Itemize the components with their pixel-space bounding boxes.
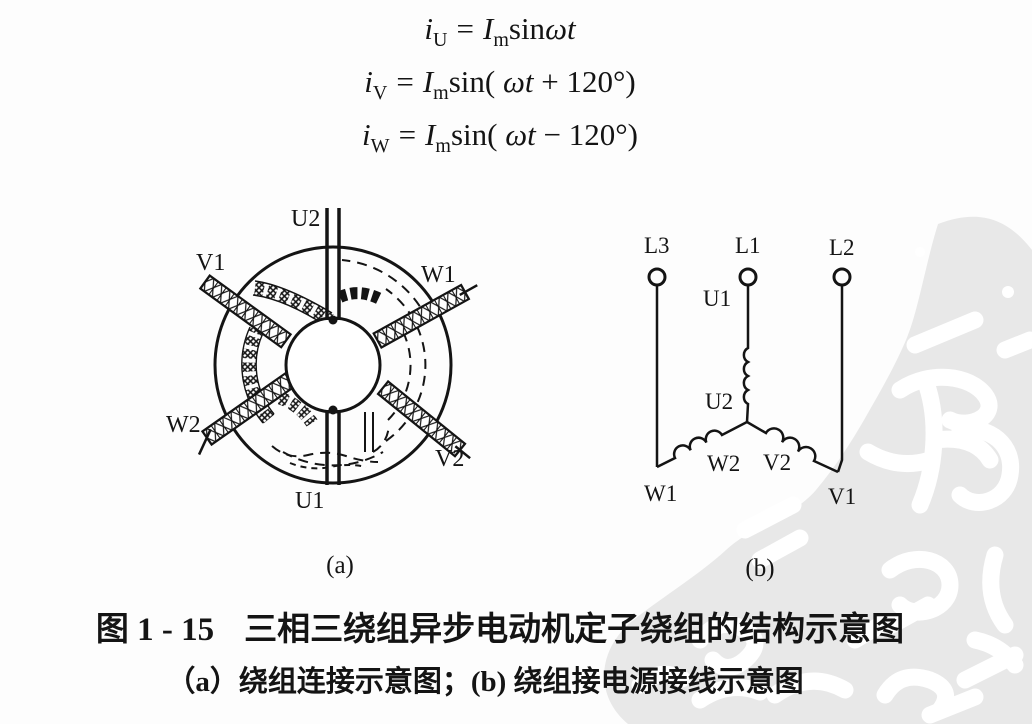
label-l3: L3: [644, 233, 670, 258]
subfigure-label-b: (b): [745, 555, 775, 582]
figure-caption: 图 1 - 15 三相三绕组异步电动机定子绕组的结构示意图: [0, 602, 1000, 650]
label-u1: U1: [703, 286, 731, 311]
label-w2: W2: [166, 412, 201, 438]
figure-subcaption: （a）绕组连接示意图；(b) 绕组接电源接线示意图: [166, 666, 804, 698]
phase-v-winding: [746, 420, 839, 474]
terminal-l2: [832, 267, 852, 287]
label-v1: V1: [196, 250, 225, 276]
terminal-l3: [647, 267, 667, 287]
label-l1: L1: [735, 233, 761, 258]
label-v2: V2: [763, 450, 791, 475]
phase-u-winding: [742, 285, 751, 423]
subfigure-label-a: (a): [326, 552, 354, 579]
label-l2: L2: [829, 235, 855, 260]
coil-band-v1: [198, 273, 293, 349]
rotor-bore-circle: [284, 316, 382, 414]
stator-outer-circle: [213, 245, 453, 485]
line-l2-v1: [836, 285, 844, 473]
equation-iw: iW=Imsin( ωt − 120°): [362, 117, 638, 157]
equations-block: iU=Imsinωt iV=Imsin( ωt + 120°) iW=Imsin…: [280, 2, 720, 161]
label-u1: U1: [295, 488, 324, 514]
label-w1: W1: [644, 481, 677, 506]
label-u2: U2: [705, 389, 733, 414]
u2-terminal-dot: [328, 315, 338, 325]
figure-number: 图 1 - 15: [95, 612, 215, 648]
coil-band-v2: [376, 379, 471, 460]
wye-connection-diagram: L3 L1 L2 U1 U2 W2 V2 W1 V1: [644, 233, 856, 509]
label-w1: W1: [421, 262, 456, 288]
figure-title: 三相三绕组异步电动机定子绕组的结构示意图: [244, 612, 905, 648]
label-w2: W2: [707, 451, 740, 476]
terminal-l1: [738, 267, 758, 287]
coil-band-w1: [372, 283, 478, 349]
stator-winding-diagram: U2 V1 W1 W2 V2 U1: [166, 206, 478, 514]
label-v2: V2: [435, 446, 464, 472]
u-phase-leads: [325, 208, 374, 485]
equation-iv: iV=Imsin( ωt + 120°): [364, 64, 636, 104]
equation-iu: iU=Imsinωt: [424, 11, 576, 51]
label-v1: V1: [828, 484, 856, 509]
u1-terminal-dot: [328, 405, 338, 415]
phase-w-winding: [656, 420, 748, 469]
label-u2: U2: [291, 206, 320, 232]
